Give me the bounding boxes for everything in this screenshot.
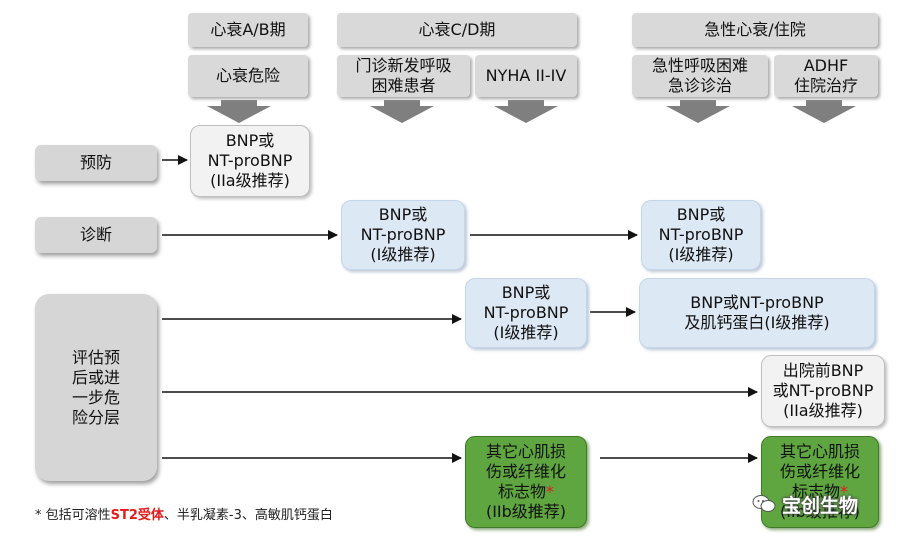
down-arrow-nyha bbox=[494, 100, 558, 123]
node-discharge-bnp: 出院前BNP 或NT-proBNP (IIa级推荐) bbox=[761, 355, 885, 427]
row-label-prevention: 预防 bbox=[35, 145, 157, 181]
down-arrow-adhf bbox=[792, 100, 856, 123]
node-diagnosis-bnp-2: BNP或 NT-proBNP (I级推荐) bbox=[641, 200, 761, 270]
down-arrow-risk bbox=[207, 100, 271, 123]
node-diagnosis-bnp-1: BNP或 NT-proBNP (I级推荐) bbox=[341, 200, 465, 270]
footnote-prefix: * 包括可溶性 bbox=[35, 508, 111, 523]
node-markers-1-grade: (IIb级推荐) bbox=[485, 502, 567, 521]
watermark: 宝创生物 bbox=[752, 488, 882, 520]
footnote-star: * bbox=[840, 482, 848, 501]
subheader-risk: 心衰危险 bbox=[188, 55, 308, 97]
down-arrow-outpatient bbox=[370, 100, 434, 123]
node-markers-2-grade: (IIb级推荐) bbox=[779, 502, 861, 521]
header-stage-ab: 心衰A/B期 bbox=[188, 13, 308, 47]
header-stage-cd: 心衰C/D期 bbox=[337, 13, 577, 47]
row-label-diagnosis: 诊断 bbox=[35, 217, 157, 253]
node-assessment-bnp-troponin: BNP或NT-proBNP 及肌钙蛋白(I级推荐) bbox=[639, 278, 875, 348]
node-markers-2-text: 其它心肌损 伤或纤维化 标志物 bbox=[779, 442, 860, 501]
down-arrow-acute-dyspnea bbox=[666, 100, 730, 123]
subheader-outpatient: 门诊新发呼吸 困难患者 bbox=[337, 55, 470, 97]
node-prevention-bnp: BNP或 NT-proBNP (IIa级推荐) bbox=[190, 125, 310, 197]
footnote-highlight: ST2受体 bbox=[110, 508, 164, 523]
node-assessment-bnp: BNP或 NT-proBNP (I级推荐) bbox=[465, 278, 587, 348]
header-acute: 急性心衰/住院 bbox=[632, 13, 878, 47]
watermark-text: 宝创生物 bbox=[782, 494, 859, 517]
row-label-assessment: 评估预 后或进 一步危 险分层 bbox=[35, 294, 157, 481]
down-arrows bbox=[207, 100, 856, 123]
footnote-star: * bbox=[546, 482, 554, 501]
footnote-suffix: 、半乳凝素-3、高敏肌钙蛋白 bbox=[163, 508, 333, 523]
node-markers-2: 其它心肌损 伤或纤维化 标志物* (IIb级推荐) bbox=[761, 436, 879, 528]
node-markers-1: 其它心肌损 伤或纤维化 标志物* (IIb级推荐) bbox=[465, 436, 587, 528]
wechat-icon bbox=[752, 495, 776, 512]
subheader-nyha: NYHA II-IV bbox=[475, 55, 577, 97]
node-markers-1-text: 其它心肌损 伤或纤维化 标志物 bbox=[485, 442, 566, 501]
subheader-adhf: ADHF 住院治疗 bbox=[774, 55, 878, 97]
subheader-acute-dyspnea: 急性呼吸困难 急诊诊治 bbox=[632, 55, 768, 97]
footnote: * 包括可溶性ST2受体、半乳凝素-3、高敏肌钙蛋白 bbox=[35, 504, 333, 523]
